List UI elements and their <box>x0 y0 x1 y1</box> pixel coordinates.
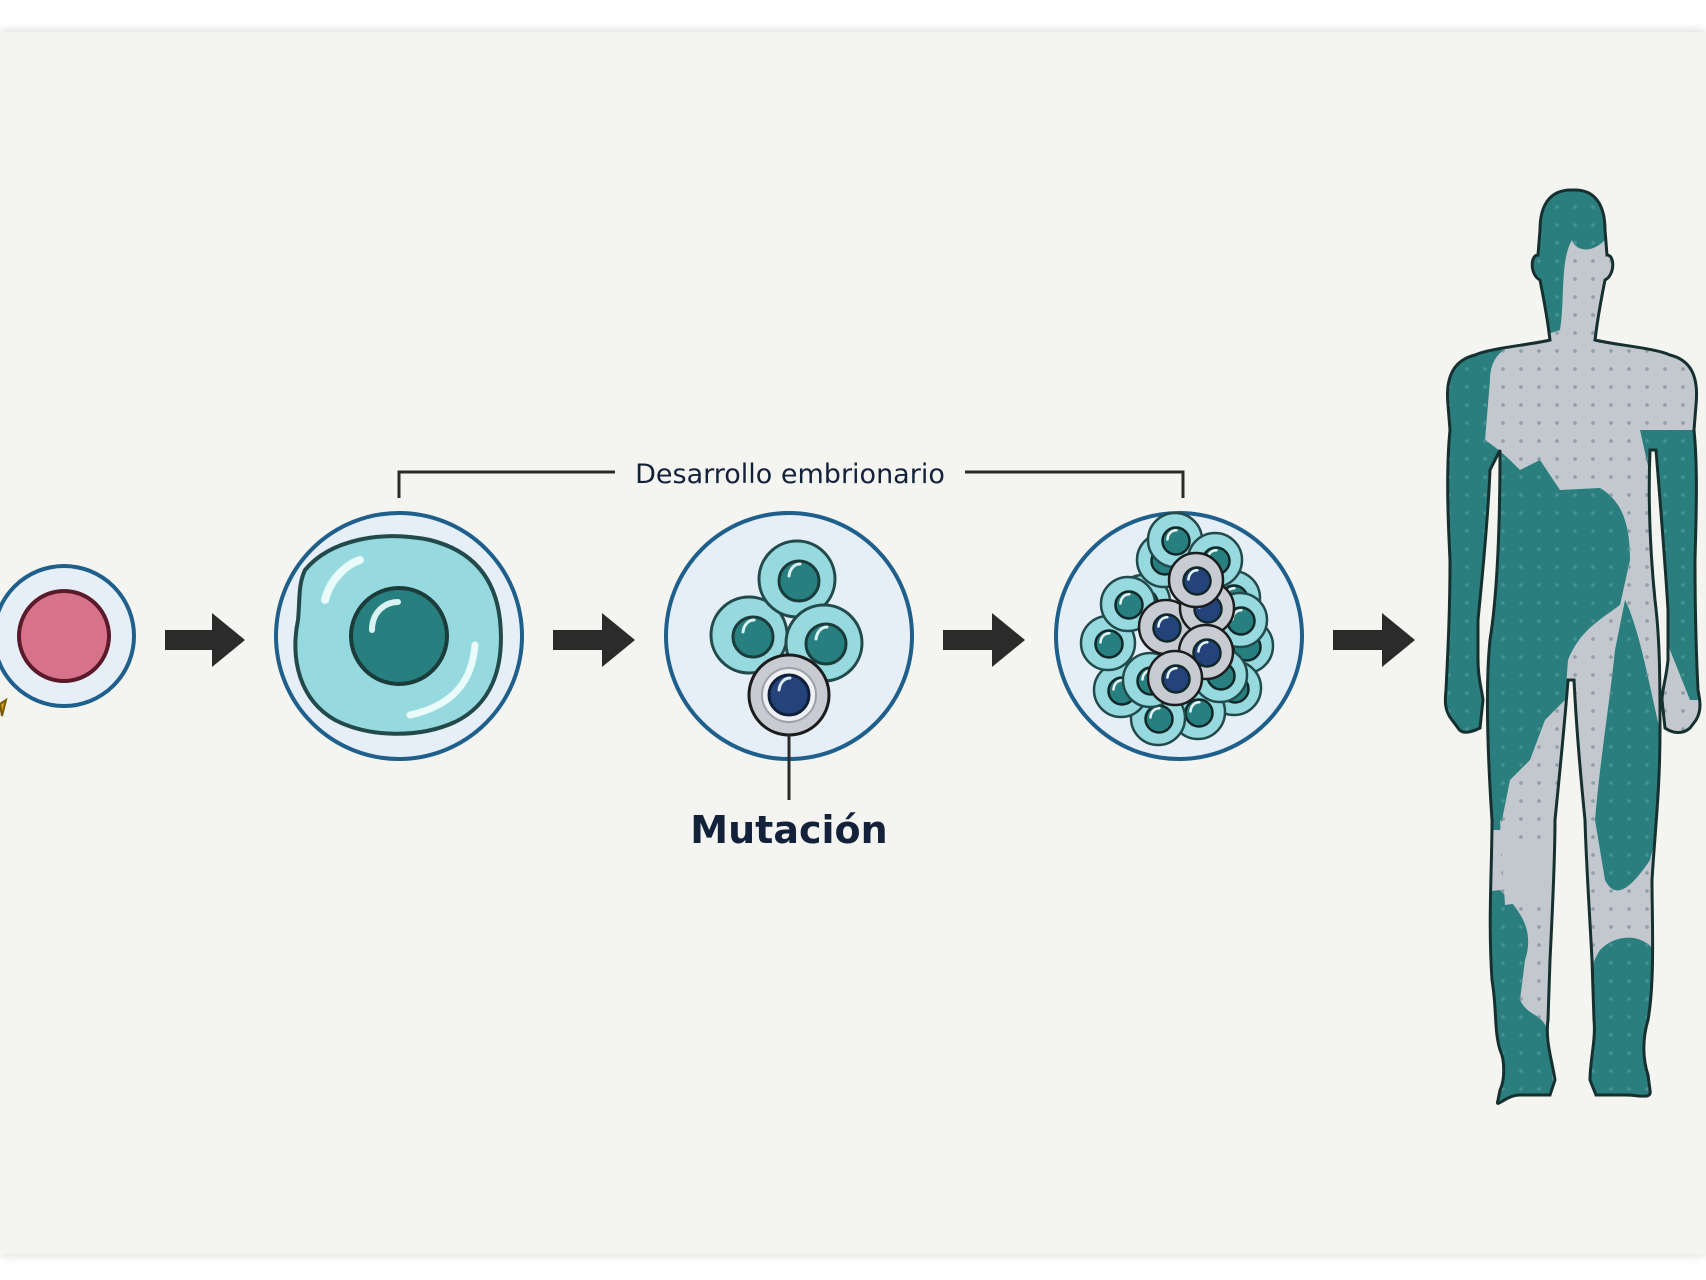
morula-mutant-cell <box>1167 551 1225 609</box>
arrow-1 <box>165 613 245 667</box>
mutation-label: Mutación <box>690 808 887 852</box>
development-label: Desarrollo embrionario <box>635 459 945 490</box>
arrow-4 <box>1333 613 1415 667</box>
egg-cell <box>0 564 136 717</box>
four-cell-stage: Mutación <box>664 511 914 852</box>
morula-mutant-cell <box>1146 649 1204 707</box>
morula-stage <box>1054 511 1304 761</box>
zygote-cell <box>274 511 524 761</box>
blastomere <box>709 595 789 675</box>
arrow-3 <box>943 613 1025 667</box>
development-bracket: Desarrollo embrionario <box>397 459 1185 498</box>
arrow-2 <box>553 613 635 667</box>
mosaic-human-body <box>1443 188 1702 1105</box>
mutant-cell <box>747 653 831 737</box>
